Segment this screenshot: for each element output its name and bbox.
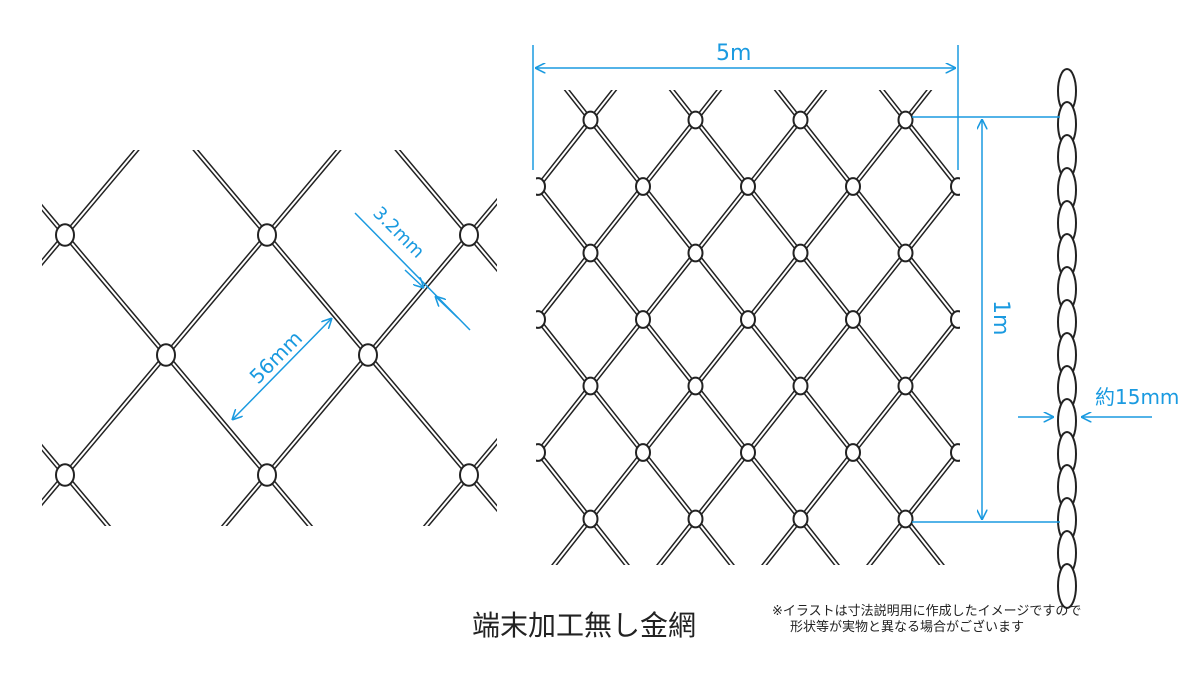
wire <box>0 80 320 575</box>
mesh-size-dimension <box>232 318 332 420</box>
wire-twist-knot <box>582 376 599 396</box>
wire-twist-knot <box>536 310 546 329</box>
wire <box>1084 80 1200 575</box>
wire-twist-knot <box>582 243 599 263</box>
wire <box>21 80 412 575</box>
wire-twist-knot <box>897 509 914 529</box>
disclaimer-line-1: ※イラストは寸法説明用に作成したイメージですので <box>772 604 1082 619</box>
wire <box>662 90 960 565</box>
wire <box>0 80 215 575</box>
wire-twist-knot <box>792 509 809 529</box>
wire-twist-knot <box>845 177 861 196</box>
wire <box>557 90 951 565</box>
wire-twist-knot <box>687 243 704 263</box>
thickness-label: 約15mm <box>1095 385 1179 409</box>
wire <box>872 90 960 565</box>
wire <box>767 90 960 565</box>
wire-twist-knot <box>792 376 809 396</box>
product-title: 端末加工無し金網 <box>472 609 697 642</box>
wire-twist-knot <box>950 443 960 462</box>
wire-twist-knot <box>687 110 704 130</box>
wire-twist-knot <box>635 310 651 329</box>
wire <box>0 80 202 575</box>
wire <box>21 80 412 575</box>
wire-twist-knot <box>257 463 277 487</box>
wire-diameter-dimension <box>354 212 471 331</box>
wire <box>0 80 202 575</box>
wire <box>1189 80 1200 575</box>
wire <box>1020 140 1200 540</box>
wire <box>1071 80 1200 575</box>
wire-twist-knot <box>740 443 756 462</box>
wire-twist-knot <box>257 223 277 247</box>
wire <box>860 90 960 565</box>
wire-twist-knot <box>635 177 651 196</box>
wire <box>34 80 425 575</box>
wire-twist-knot <box>582 509 599 529</box>
mesh-size-label: 56mm <box>245 326 308 389</box>
wire-twist-knot <box>687 376 704 396</box>
disclaimer-note: ※イラストは寸法説明用に作成したイメージですので 形状等が実物と異なる場合がござ… <box>772 604 1081 636</box>
disclaimer-line-2: 形状等が実物と異なる場合がございます <box>790 620 1025 635</box>
wire-twist-knot <box>635 443 651 462</box>
wire-twist-knot <box>950 310 960 329</box>
wire <box>0 80 97 575</box>
wire <box>0 80 110 575</box>
wire-twist-knot <box>55 223 75 247</box>
wire <box>995 140 1200 540</box>
wire-twist-knot <box>156 343 176 367</box>
wire-twist-knot <box>897 376 914 396</box>
wire <box>0 80 215 575</box>
wire-twist-knot <box>897 243 914 263</box>
wire <box>0 80 97 575</box>
wire <box>650 90 960 565</box>
wire-twist-knot <box>792 110 809 130</box>
wire <box>34 80 425 575</box>
wire-twist-knot <box>55 463 75 487</box>
wire <box>536 90 624 565</box>
wire-twist-knot <box>845 310 861 329</box>
wire-twist-knot <box>459 463 479 487</box>
width-label: 5m <box>716 41 751 66</box>
height-dimension <box>912 116 1060 523</box>
wire-twist-knot <box>459 223 479 247</box>
wire <box>545 90 939 565</box>
wire-twist-knot <box>582 110 599 130</box>
wire-twist-knot <box>358 343 378 367</box>
wire <box>0 80 110 575</box>
wire <box>755 90 960 565</box>
chain-link <box>1057 563 1077 609</box>
wire <box>42 150 138 264</box>
wire <box>858 90 960 565</box>
wire <box>396 150 497 270</box>
wire-diameter-label: 3.2mm <box>368 203 428 263</box>
wire <box>536 90 729 565</box>
wire <box>1084 80 1200 575</box>
mesh-full-panel <box>0 80 1200 575</box>
wire <box>1189 80 1200 575</box>
wire-twist-knot <box>687 509 704 529</box>
wire-twist-knot <box>845 443 861 462</box>
wire <box>536 90 636 565</box>
wire <box>536 90 846 565</box>
wire-twist-knot <box>740 310 756 329</box>
mesh-closeup <box>42 140 1200 540</box>
wire-twist-knot <box>740 177 756 196</box>
wire-twist-knot <box>897 110 914 130</box>
wire-twist-knot <box>536 443 546 462</box>
height-label: 1m <box>988 300 1013 335</box>
wire-twist-knot <box>950 177 960 196</box>
wire-twist-knot <box>536 177 546 196</box>
wire <box>1071 80 1200 575</box>
wire <box>536 90 834 565</box>
width-dimension <box>532 45 959 170</box>
wire-twist-knot <box>792 243 809 263</box>
wire <box>1020 140 1200 540</box>
wire <box>536 90 741 565</box>
wire <box>0 80 320 575</box>
mesh-side-profile <box>1057 68 1077 609</box>
wire <box>995 140 1200 540</box>
